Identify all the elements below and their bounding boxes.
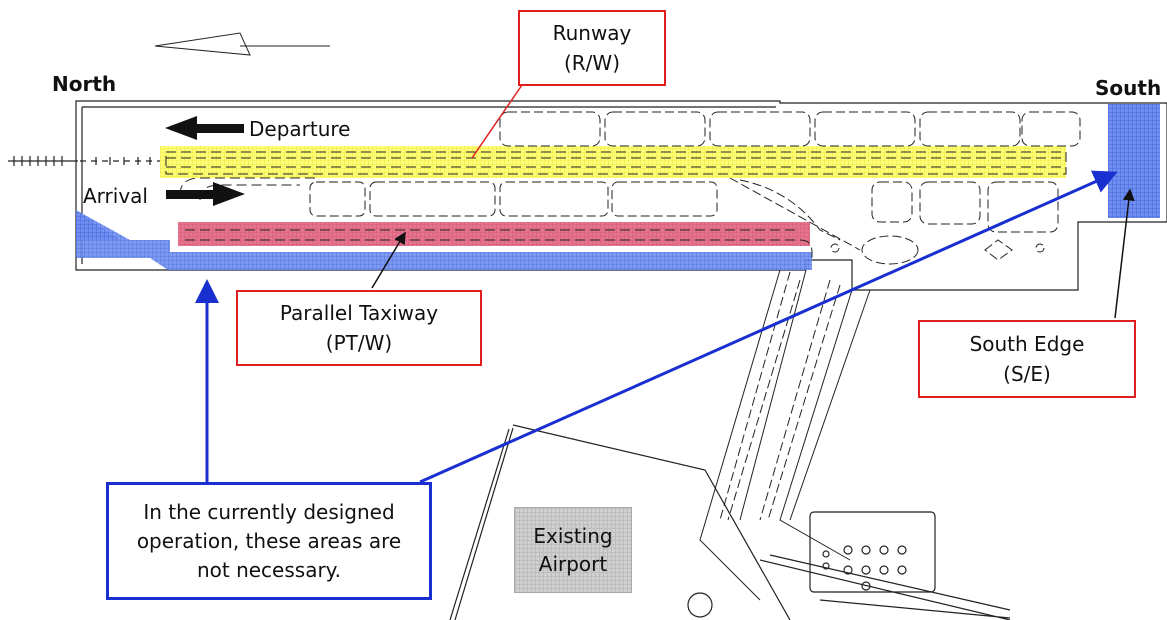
runway-callout-code: (R/W) <box>563 51 620 75</box>
causeway <box>699 269 871 601</box>
south-label: South <box>1095 76 1162 100</box>
note-line-1: In the currently designed <box>143 499 395 524</box>
existing-airport-line-1: Existing <box>533 524 613 548</box>
south-edge-callout-title: South Edge <box>969 332 1085 356</box>
taxiway-highlight <box>178 222 810 246</box>
note-pointers <box>195 170 1118 484</box>
departure-label: Departure <box>249 117 351 141</box>
arrival-arrow <box>166 182 245 206</box>
approach-lights <box>8 156 160 166</box>
unnecessary-areas <box>76 104 1160 270</box>
existing-airport-label: Existing Airport <box>514 507 632 593</box>
south-edge-callout-code: (S/E) <box>1003 362 1051 386</box>
arrival-label: Arrival <box>83 184 148 208</box>
existing-airport-outline <box>449 424 1011 620</box>
parallel-taxiway-callout-title: Parallel Taxiway <box>279 301 439 325</box>
departure-arrow <box>165 116 244 140</box>
parallel-taxiway-callout: Parallel Taxiway (PT/W) <box>236 290 482 366</box>
north-label: North <box>52 72 117 96</box>
runway-callout: Runway (R/W) <box>518 10 666 86</box>
leader-lines <box>371 84 1135 319</box>
apron-blocks <box>309 111 1081 265</box>
unnecessary-areas-note: In the currently designed operation, the… <box>106 482 432 600</box>
note-line-3: not necessary. <box>196 557 342 582</box>
note-line-2: operation, these areas are <box>136 528 402 553</box>
parallel-taxiway-callout-code: (PT/W) <box>325 331 393 355</box>
runway-outlines <box>165 151 1067 262</box>
existing-airport-line-2: Airport <box>538 552 608 576</box>
north-arrow-icon <box>154 32 330 56</box>
runway-callout-title: Runway <box>552 21 632 45</box>
south-edge-callout: South Edge (S/E) <box>918 320 1136 398</box>
runway-highlight <box>160 146 1066 178</box>
